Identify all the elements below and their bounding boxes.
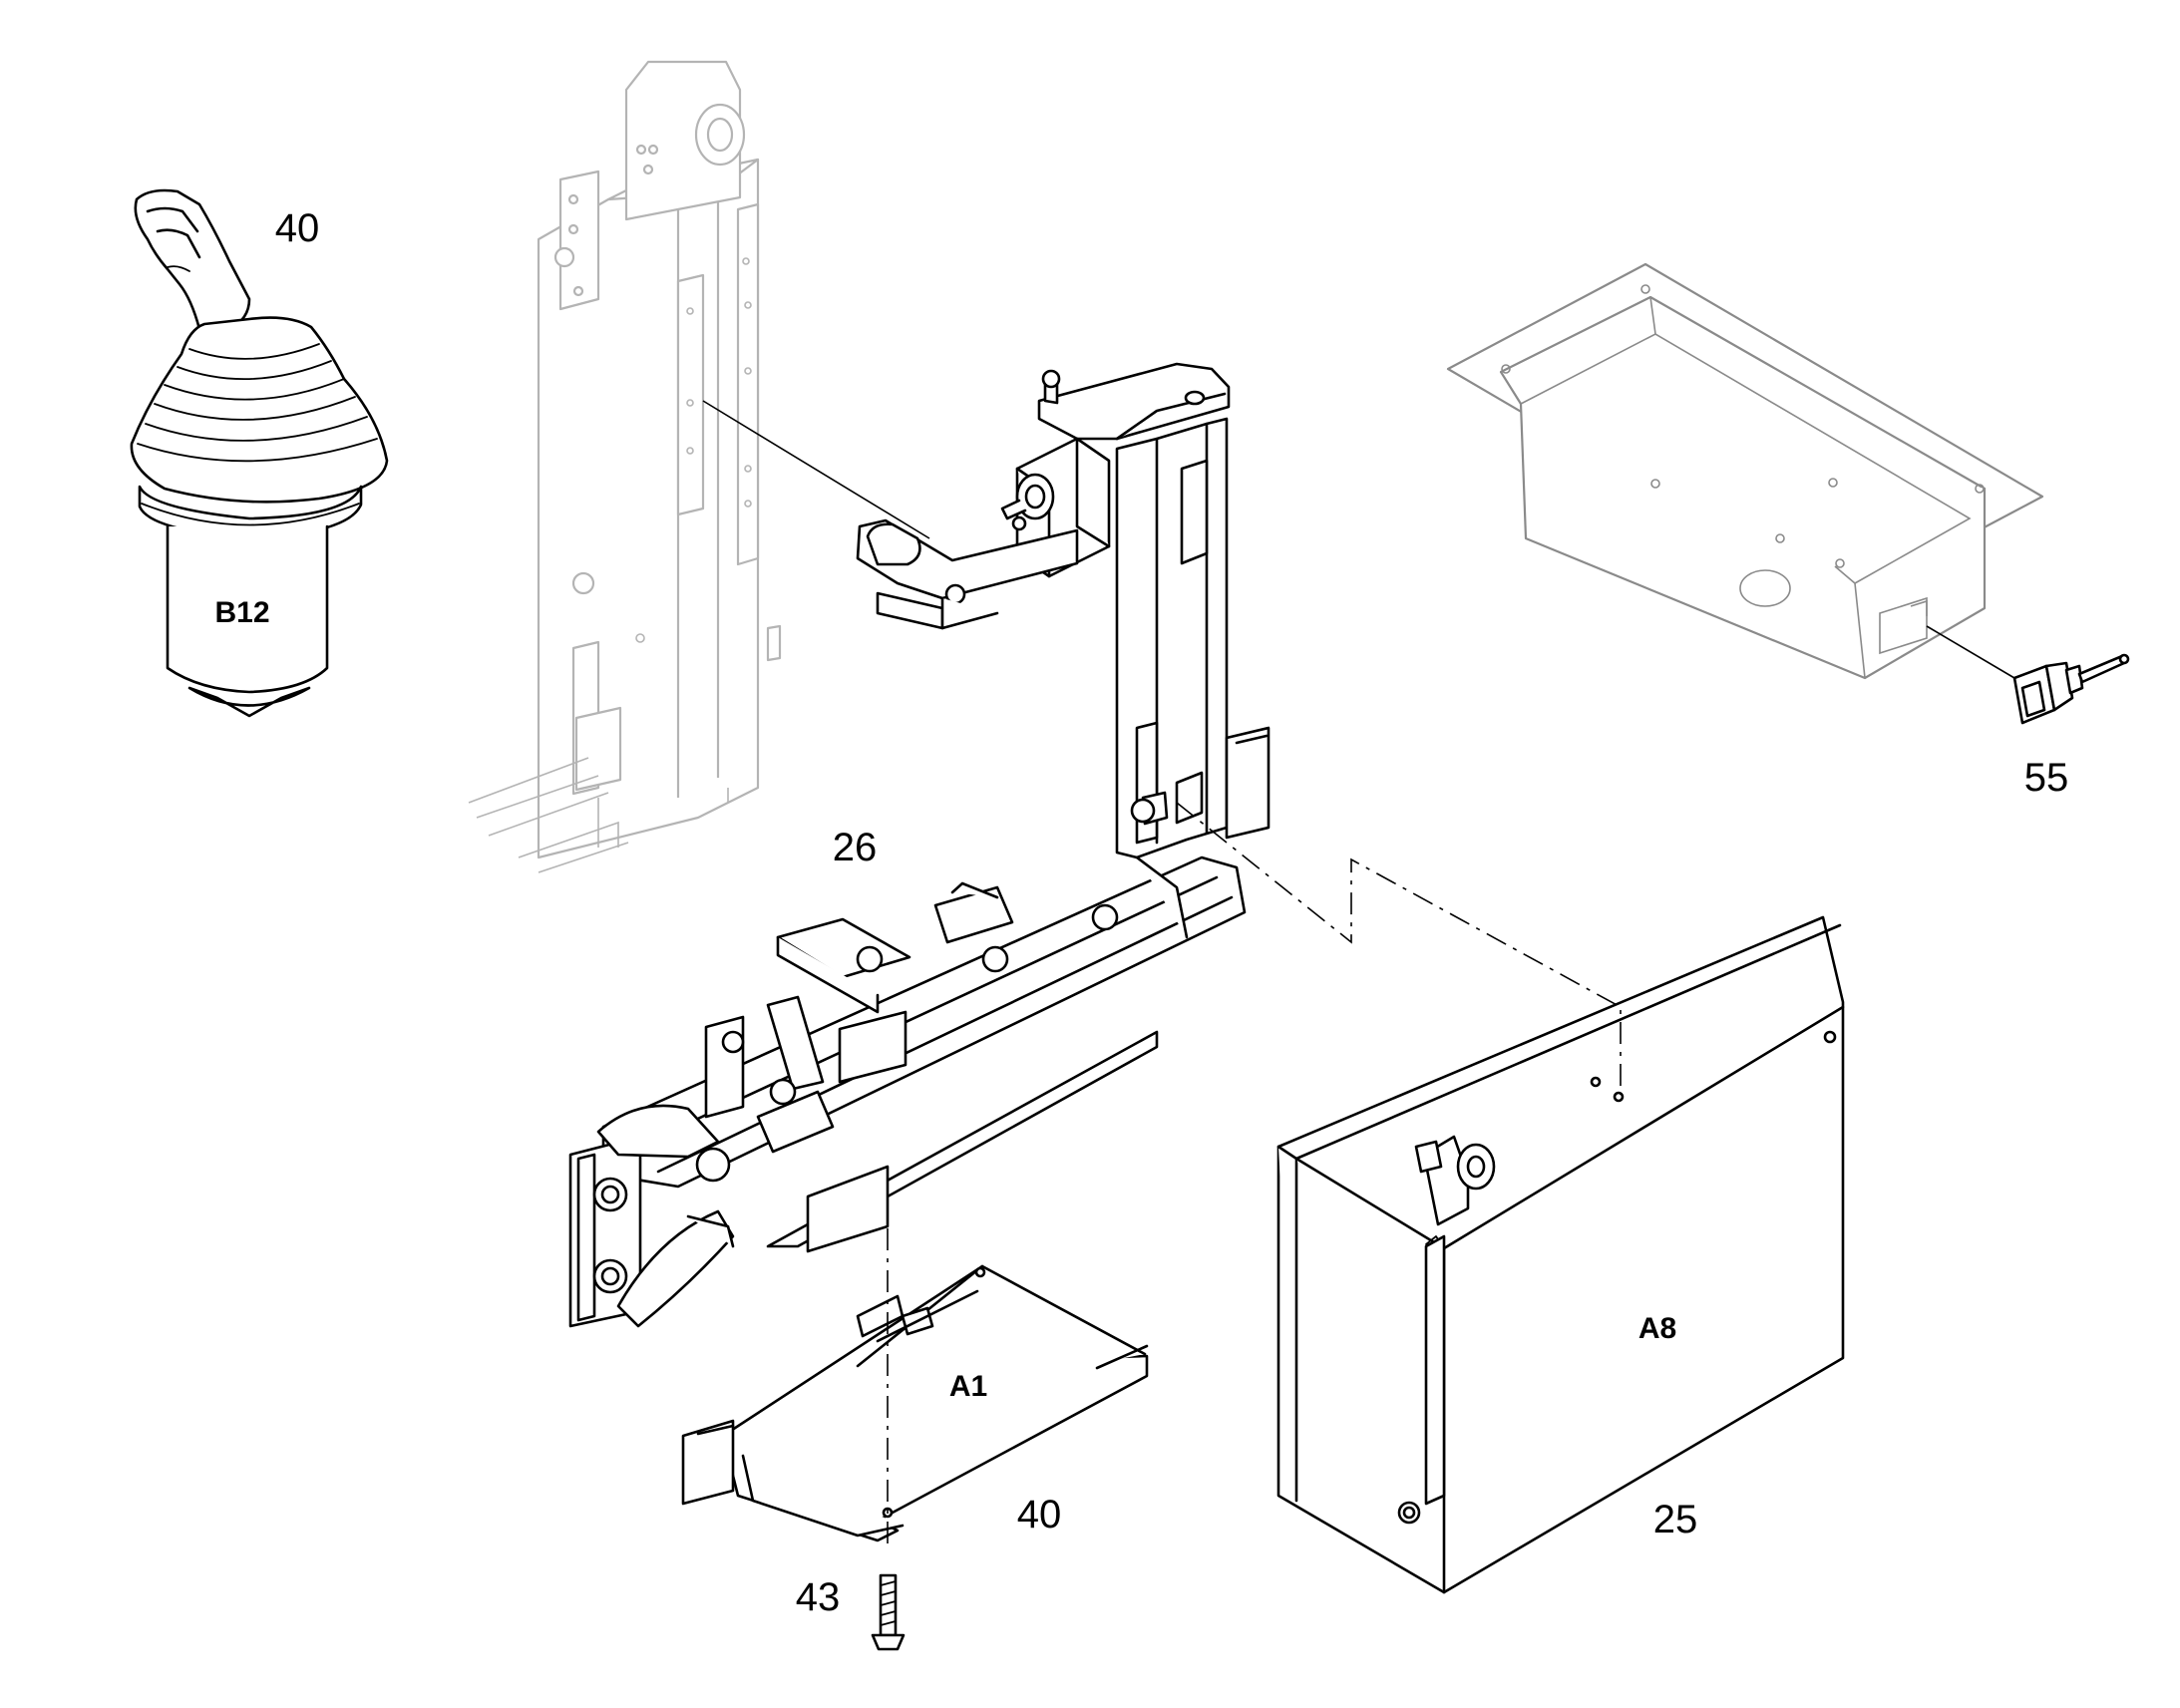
module-a1: A1 (681, 1264, 1149, 1542)
control-box-reference-label: A8 (1638, 1312, 1676, 1345)
toggle-switch (2012, 653, 2130, 725)
callout-joystick: 40 (275, 206, 320, 250)
module-reference-label: A1 (949, 1370, 987, 1403)
joystick-reference-label: B12 (214, 596, 269, 629)
joystick-b12: B12 (130, 188, 389, 718)
callout-screw: 43 (796, 1575, 841, 1619)
callout-module: 40 (1017, 1493, 1062, 1537)
screw (871, 1573, 906, 1651)
control-box-a8: A8 (1276, 915, 1845, 1594)
callout-bracket: 26 (833, 826, 878, 869)
callout-control-box: 25 (1653, 1498, 1698, 1541)
callout-toggle-switch: 55 (2024, 756, 2069, 800)
mast-ghost (468, 60, 782, 873)
recessed-tray (1446, 262, 2044, 680)
mounting-bracket (568, 362, 1271, 1328)
